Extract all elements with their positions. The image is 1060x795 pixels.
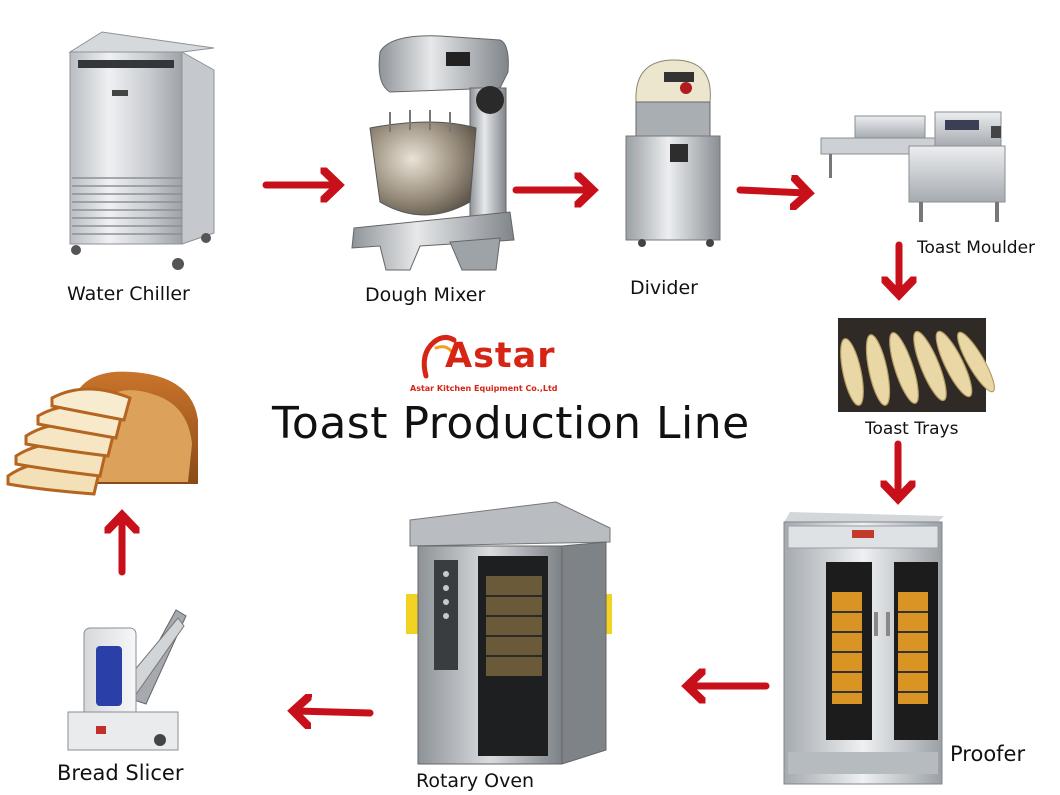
- step-label-toast-trays: Toast Trays: [865, 419, 959, 439]
- proofer-image: [783, 512, 944, 785]
- rotary-oven-image: [406, 501, 612, 765]
- step-label-divider: Divider: [630, 277, 698, 299]
- step-label-dough-mixer: Dough Mixer: [365, 284, 486, 306]
- bread-slicer-image: [67, 609, 187, 751]
- page-title: Toast Production Line: [272, 398, 750, 449]
- step-label-water-chiller: Water Chiller: [67, 283, 190, 305]
- step-label-rotary-oven: Rotary Oven: [416, 770, 535, 792]
- toast-moulder-image: [820, 111, 1006, 222]
- brand-name: Astar: [445, 336, 556, 376]
- step-label-bread-slicer: Bread Slicer: [57, 761, 184, 785]
- divider-image: [625, 59, 721, 247]
- water-chiller-image: [68, 31, 215, 270]
- astar-logo: [421, 334, 457, 379]
- step-label-toast-moulder: Toast Moulder: [917, 238, 1036, 258]
- arrow-icon-divider-to-moulder: [736, 190, 806, 193]
- step-label-proofer: Proofer: [950, 742, 1026, 766]
- sliced-bread-image: [6, 371, 198, 496]
- dough-mixer-image: [351, 35, 515, 271]
- brand-company: Astar Kitchen Equipment Co.,Ltd: [410, 384, 558, 393]
- arrow-icon-oven-to-slicer: [296, 711, 374, 713]
- toast-trays-image: [838, 318, 995, 412]
